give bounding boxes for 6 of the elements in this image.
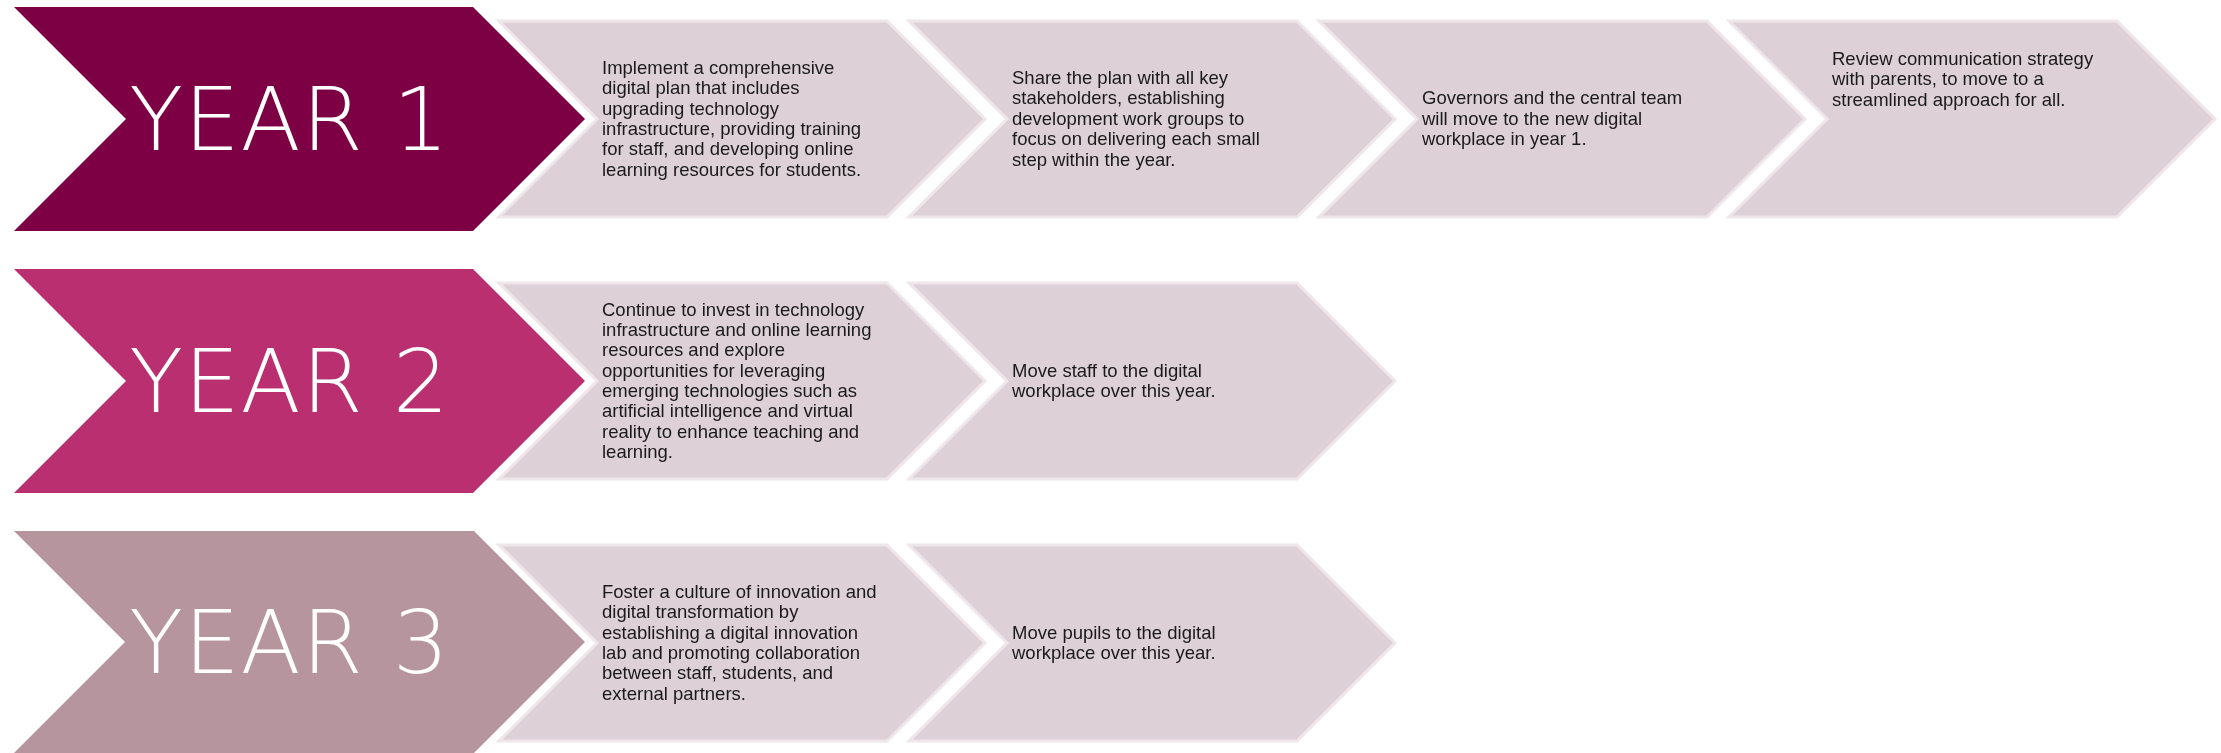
year-label: YEAR 2 <box>128 329 451 433</box>
year-label: YEAR 3 <box>128 590 451 694</box>
year-banner <box>14 7 585 231</box>
year-label: YEAR 1 <box>128 67 451 171</box>
year-banner <box>14 269 585 493</box>
year-banner <box>14 531 585 753</box>
